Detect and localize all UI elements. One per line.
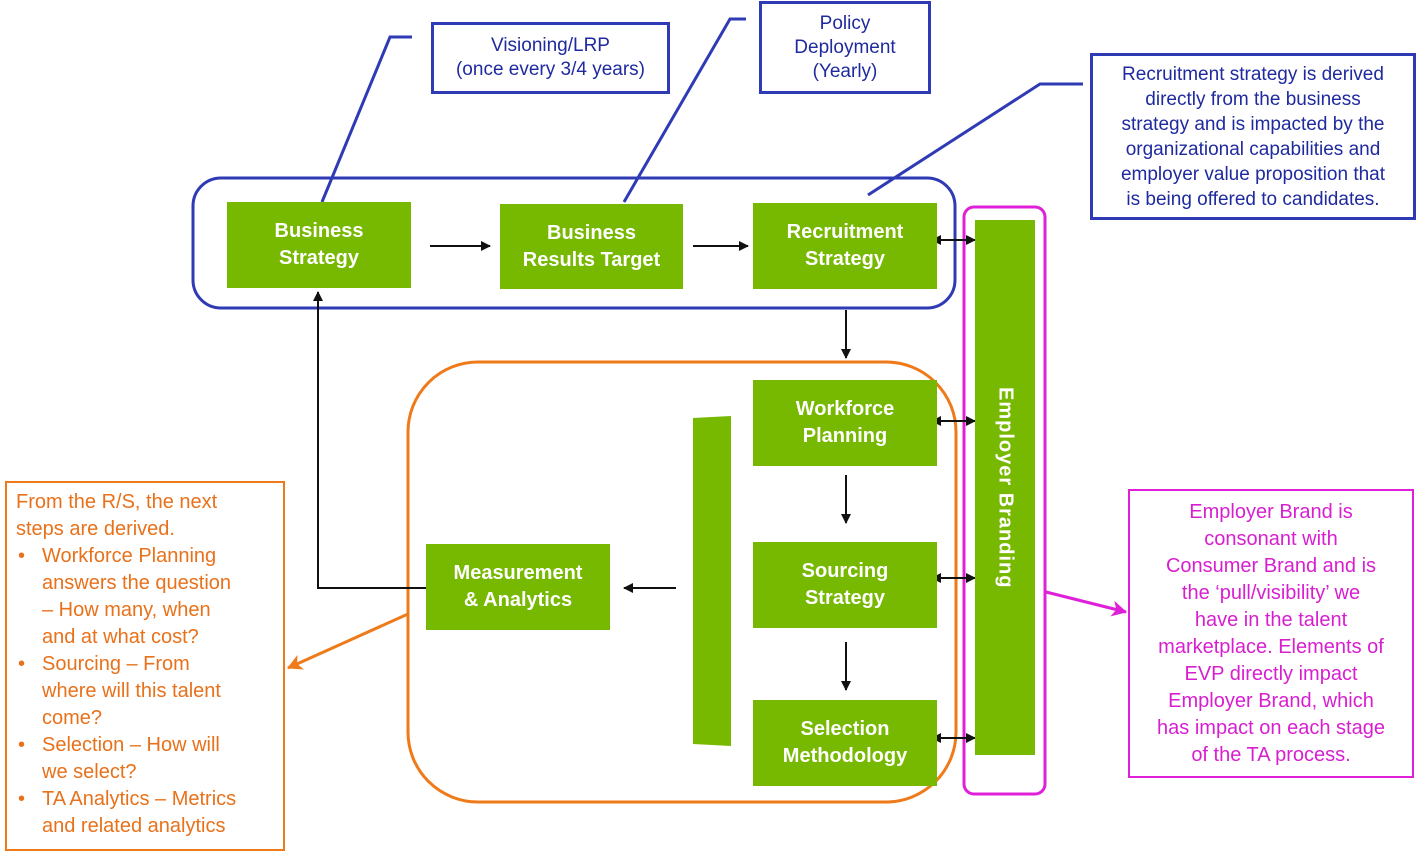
arrow-measurement-to-business-strategy (313, 291, 426, 589)
employer-brand-note-line: have in the talent (1194, 608, 1348, 631)
recruitment-note-line: directly from the business (1145, 88, 1361, 110)
visioning-note-line: Visioning/LRP (490, 35, 610, 56)
policy-note-line: Deployment (794, 36, 896, 58)
bullet-icon: • (18, 653, 26, 675)
employer-brand-note-line: EVP directly impact (1184, 662, 1358, 685)
visioning-note: Visioning/LRP (once every 3/4 years) (431, 22, 670, 94)
next-steps-item: • Sourcing – From where will this talent… (16, 651, 273, 732)
bullet-icon: • (18, 545, 26, 567)
sourcing-strategy-box: Sourcing Strategy (753, 542, 937, 628)
employer-brand-note: Employer Brand is consonant with Consume… (1128, 489, 1414, 778)
orange-pointer-arrow (287, 612, 409, 670)
bullet-line: come? (42, 707, 103, 729)
bullet-line: – How many, when (42, 599, 211, 621)
policy-callout-line (622, 17, 746, 203)
employer-brand-note-line: Employer Brand is (1189, 500, 1353, 523)
bullet-line: Workforce Planning (42, 545, 217, 567)
employer-brand-note-line: the ‘pull/visibility’ we (1181, 581, 1361, 604)
selection-methodology-box: Selection Methodology (753, 700, 937, 786)
bullet-line: Selection – How will (42, 734, 220, 756)
recruitment-note-line: employer value proposition that (1120, 163, 1386, 185)
employer-branding-label: Employer Branding (994, 386, 1017, 589)
employer-branding-frame (962, 205, 1047, 796)
recruitment-note-line: organizational capabilities and (1125, 138, 1381, 160)
next-steps-intro-line: steps are derived. (16, 518, 175, 540)
bullet-line: and at what cost? (42, 626, 199, 648)
employer-brand-note-line: Employer Brand, which (1168, 689, 1374, 712)
next-steps-item: • Workforce Planning answers the questio… (16, 543, 273, 651)
visioning-callout-line (320, 35, 412, 203)
process-grouping-bar (693, 416, 731, 746)
policy-deployment-note: Policy Deployment (Yearly) (759, 1, 931, 94)
recruitment-callout-line (867, 82, 1083, 197)
bullet-line: TA Analytics – Metrics (42, 788, 237, 810)
policy-note-line: Policy (819, 12, 871, 34)
measurement-analytics-box: Measurement & Analytics (426, 544, 610, 630)
bullet-icon: • (18, 788, 26, 810)
employer-brand-note-line: marketplace. Elements of (1158, 635, 1384, 658)
bullet-line: we select? (42, 761, 137, 783)
visioning-note-line: (once every 3/4 years) (455, 59, 646, 80)
employer-brand-note-line: Consumer Brand and is (1165, 554, 1377, 577)
bullet-line: answers the question (42, 572, 232, 594)
business-results-target-box: Business Results Target (500, 204, 683, 289)
recruitment-strategy-note: Recruitment strategy is derived directly… (1090, 53, 1416, 220)
recruitment-note-line: Recruitment strategy is derived (1122, 63, 1384, 85)
recruitment-note-line: is being offered to candidates. (1126, 188, 1380, 210)
bullet-line: and related analytics (42, 815, 226, 837)
next-steps-item: • Selection – How will we select? (16, 732, 273, 786)
next-steps-note: From the R/S, the next steps are derived… (5, 481, 285, 851)
bullet-line: where will this talent (42, 680, 221, 702)
bullet-line: Sourcing – From (42, 653, 190, 675)
next-steps-list: • Workforce Planning answers the questio… (16, 543, 273, 840)
next-steps-item: • TA Analytics – Metrics and related ana… (16, 786, 273, 840)
magenta-pointer-arrow (1045, 590, 1127, 617)
business-strategy-box: Business Strategy (227, 202, 411, 288)
workforce-planning-box: Workforce Planning (753, 380, 937, 466)
employer-brand-note-line: has impact on each stage (1157, 716, 1385, 739)
next-steps-intro-line: From the R/S, the next (16, 491, 218, 513)
employer-brand-note-line: of the TA process. (1191, 743, 1351, 766)
recruitment-strategy-box: Recruitment Strategy (753, 203, 937, 289)
recruitment-note-line: strategy and is impacted by the (1121, 113, 1385, 135)
employer-branding-bar (975, 220, 1035, 755)
bullet-icon: • (18, 734, 26, 756)
policy-note-line: (Yearly) (812, 60, 878, 82)
employer-brand-note-line: consonant with (1204, 527, 1338, 550)
